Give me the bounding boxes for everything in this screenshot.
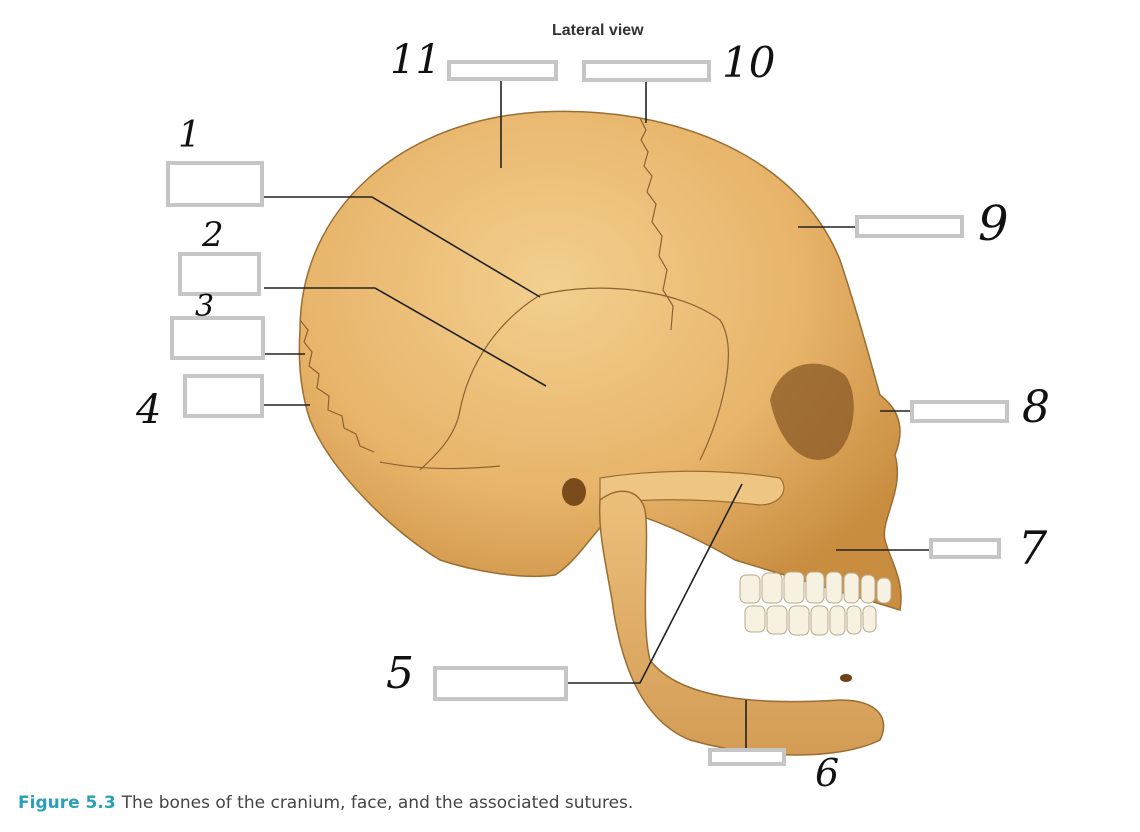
teeth-group xyxy=(739,571,892,636)
figure-number: Figure 5.3 xyxy=(18,793,116,813)
label-box-1[interactable] xyxy=(166,161,264,207)
label-box-10[interactable] xyxy=(582,60,711,82)
leader-line-5 xyxy=(568,483,743,684)
mental-foramen-shape xyxy=(840,674,852,682)
ear-canal-shape xyxy=(562,478,586,506)
handwritten-number-2: 2 xyxy=(202,215,224,255)
handwritten-number-4: 4 xyxy=(136,387,162,433)
label-box-3[interactable] xyxy=(170,316,265,360)
leader-line-1 xyxy=(264,196,541,298)
cranium-shape xyxy=(298,110,902,611)
suture-lines xyxy=(299,117,729,471)
diagram-title: Lateral view xyxy=(552,22,644,39)
handwritten-number-5: 5 xyxy=(386,648,414,699)
label-box-4[interactable] xyxy=(183,374,264,418)
label-box-8[interactable] xyxy=(910,400,1009,423)
zygomatic-arch-shape xyxy=(599,470,785,506)
handwritten-number-10: 10 xyxy=(722,38,776,87)
label-box-7[interactable] xyxy=(929,538,1001,559)
handwritten-number-3: 3 xyxy=(195,289,215,324)
label-box-6[interactable] xyxy=(708,748,786,766)
figure-caption-text: The bones of the cranium, face, and the … xyxy=(121,793,634,813)
handwritten-number-11: 11 xyxy=(390,37,441,83)
handwritten-number-7: 7 xyxy=(1018,521,1048,575)
handwritten-number-6: 6 xyxy=(815,751,840,795)
label-box-2[interactable] xyxy=(178,252,261,296)
leader-lines xyxy=(264,81,929,752)
label-box-9[interactable] xyxy=(855,215,964,238)
label-box-11[interactable] xyxy=(447,60,558,81)
handwritten-number-9: 9 xyxy=(978,196,1009,252)
label-box-5[interactable] xyxy=(433,666,568,701)
mandible-shape xyxy=(598,490,885,756)
handwritten-number-1: 1 xyxy=(178,115,201,156)
handwritten-number-8: 8 xyxy=(1022,382,1050,433)
orbit-shape xyxy=(770,363,854,460)
leader-line-2 xyxy=(264,287,547,387)
